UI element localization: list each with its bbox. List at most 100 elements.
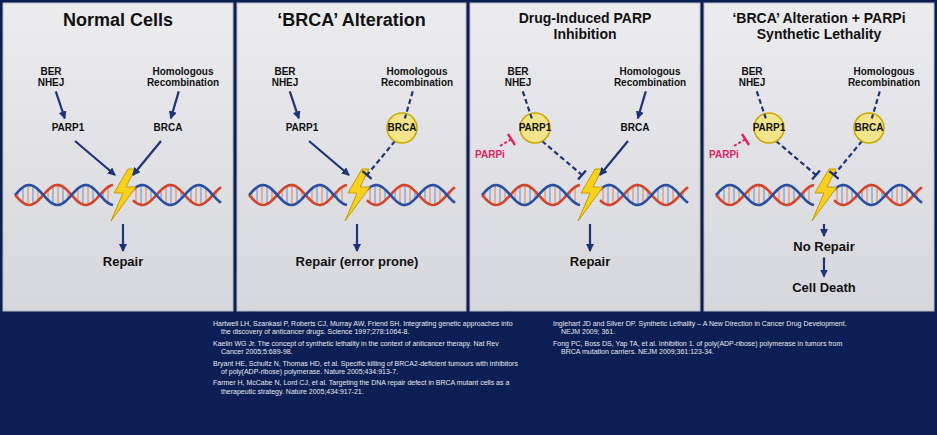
panel: Normal CellsBER NHEJHomologous Recombina… [3,3,233,311]
drug-label-text: PARPi [709,149,739,160]
panel-ground [704,3,934,311]
dna-rung [429,185,430,204]
dna-rung [733,186,734,204]
block-bar [829,171,838,179]
blocked-connector [872,91,880,118]
pathway-label: Homologous Recombination [606,65,694,90]
pathway-text: Homologous Recombination [141,66,225,89]
pathway-label: BRCA [853,121,886,135]
pathway-label: PARP1 [50,121,87,135]
reference: Farmer H, McCabe N, Lord CJ, et al. Targ… [213,379,521,396]
pathway-text: Homologous Recombination [375,66,459,89]
dna-rung [195,185,196,204]
dna-rung [379,186,380,204]
dna-rung [200,185,201,204]
dna-rung [316,185,317,204]
dna-rung [107,187,108,203]
pathway-text: No Repair [793,240,854,255]
loss-marker [387,113,417,143]
dna-rung [145,186,146,204]
damage-bolt [578,169,603,221]
dna-rung [574,187,575,203]
dna-rung [135,187,136,202]
drug-label-text: PARPi [475,149,505,160]
dna-rung [369,187,370,202]
dna-strand [249,185,347,205]
dna-rung [841,185,842,205]
dna-rung [846,186,847,204]
dna-rung [723,187,724,203]
pathway-text: PARP1 [519,122,552,134]
dna-rung [409,187,410,203]
pathway-text: Repair [103,255,143,270]
damage-bolt [812,169,837,221]
dna-rung [783,185,784,204]
dna-rung [808,187,809,203]
dna-strand [367,185,455,205]
pathway-label: PARP1 [284,121,321,135]
pathway-label: Homologous Recombination [373,65,461,90]
dna-rung [404,185,405,205]
outcome-arrow [122,224,124,251]
pathway-label: Repair [101,254,145,271]
blocked-path [834,141,862,175]
dna-rung [637,185,638,205]
pathway-text: BRCA [388,122,417,134]
dna-rung [140,185,141,205]
reference-text: Fong PC, Boss DS, Yap TA, et al. Inhibit… [561,340,861,357]
blocked-path [367,141,395,175]
dna-rung [57,185,58,205]
inhibitor-line [734,139,746,146]
pathway-text: BER NHEJ [501,66,535,89]
dna-rung [175,187,176,203]
blocked-connector [523,91,532,118]
pathway-label: Repair [568,254,612,271]
dna-rung [763,187,764,203]
dna-rung [876,187,877,203]
pathway-arrow [56,91,65,118]
blocked-connector [405,91,413,118]
dna-strand [834,185,922,205]
dna-rung [321,185,322,204]
damage-bolt [345,169,370,221]
pathway-label: BRCA [386,121,419,135]
dna-rung [32,186,33,204]
panel: ‘BRCA’ AlterationBER NHEJHomologous Reco… [237,3,466,311]
reference: Bryant HE, Schultz N, Thomas HD, et al. … [213,360,521,377]
dna-rung [499,186,500,204]
dna-rung [494,185,495,205]
reference: Fong PC, Boss DS, Yap TA, et al. Inhibit… [553,340,861,357]
dna-strand [15,185,113,205]
pathway-label: Homologous Recombination [139,65,227,90]
drug-label: PARPi [709,149,739,160]
dna-rung [667,185,668,204]
dna-rung [62,187,63,203]
dna-strand [716,185,814,205]
pathway-label: Cell Death [790,280,858,297]
dna-rung [529,187,530,203]
dna-rung [607,185,608,205]
dna-strand [133,185,221,205]
panel-art [3,3,233,311]
panel-ground [3,3,233,311]
dna-rung [165,186,166,204]
repair-arrow [75,141,115,175]
dna-rung [901,185,902,204]
blocked-path [776,141,816,175]
dna-rung [399,186,400,204]
panel-ground [470,3,700,311]
dna-rung [642,187,643,203]
dna-rung [758,185,759,205]
dna-strand [15,185,113,205]
pathway-text: Repair (error prone) [296,255,419,270]
dna-rung [266,186,267,204]
dna-rung [753,186,754,204]
pathway-text: BRCA [154,122,183,134]
panel-art [237,3,466,311]
panel-title: ‘BRCA’ Alteration [242,10,462,31]
reference: Kaelin WG Jr. The concept of synthetic l… [213,340,521,357]
dna-rung [549,185,550,204]
